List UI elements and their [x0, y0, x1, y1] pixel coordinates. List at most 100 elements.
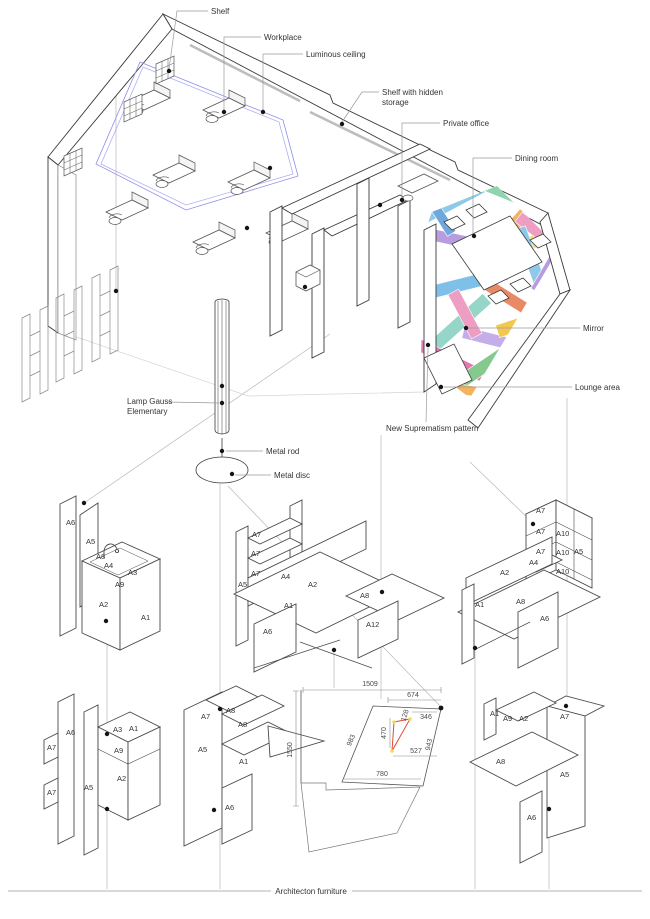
part-label: A7 — [251, 569, 260, 578]
callout-luminous-ceiling: Luminous ceiling — [306, 50, 366, 59]
dim-943: 943 — [425, 738, 434, 751]
part-label: A6 — [527, 813, 536, 822]
partition-walls — [269, 143, 432, 359]
part-label: A10 — [556, 529, 569, 538]
part-label: A6 — [225, 803, 234, 812]
office-washbasin — [295, 264, 321, 292]
furniture-desk-center — [232, 499, 446, 673]
part-label: A7 — [252, 530, 261, 539]
dim-1550: 1550 — [287, 742, 294, 758]
callout-shelf-hidden-1: Shelf with hidden — [382, 88, 443, 97]
furniture-corner-unit-labels: A7 A8 A8 A5 A1 A6 — [198, 706, 248, 812]
part-label: A2 — [99, 600, 108, 609]
wall-band-top — [161, 12, 549, 225]
red-triangle — [391, 718, 411, 752]
part-label: A7 — [536, 547, 545, 556]
callout-dots — [81, 68, 569, 813]
part-label: A6 — [540, 614, 549, 623]
part-label: A1 — [490, 709, 499, 718]
faucet — [103, 543, 118, 558]
furniture-desk-right — [456, 499, 602, 669]
part-label: A8 — [96, 552, 105, 561]
furniture-wall-unit-labels: A6 A3 A1 A7 A9 A2 A5 A7 — [47, 724, 138, 797]
callout-labels: Shelf Workplace Luminous ceiling Shelf w… — [127, 7, 620, 480]
part-label: A8 — [496, 757, 505, 766]
wall-shelf-band — [189, 43, 451, 182]
dimension-labels: 1509 674 346 128 470 983 527 943 780 155… — [287, 681, 434, 778]
part-label: A8 — [238, 720, 247, 729]
part-label: A7 — [47, 743, 56, 752]
bottom-rule: Architecton furniture — [8, 887, 642, 896]
part-label: A4 — [529, 558, 538, 567]
dim-128: 128 — [401, 709, 411, 722]
callout-dining-room: Dining room — [515, 154, 558, 163]
wall-left — [47, 13, 173, 341]
metal-disc-shape — [195, 456, 249, 484]
part-label: A1 — [284, 601, 293, 610]
part-label: A5 — [238, 580, 247, 589]
part-label: A8 — [516, 597, 525, 606]
part-label: A6 — [66, 518, 75, 527]
part-label: A4 — [281, 572, 290, 581]
part-label: A4 — [104, 561, 113, 570]
part-label: A2 — [500, 568, 509, 577]
part-label: A7 — [47, 788, 56, 797]
connector-lines — [61, 95, 568, 889]
callout-metal-rod: Metal rod — [266, 447, 299, 456]
dimension-lines — [293, 687, 442, 807]
triangle-vertices — [390, 717, 412, 753]
furniture-desk-center-labels: A7 A7 A7 A5 A4 A2 A1 A8 A12 A6 — [238, 530, 379, 636]
furniture-desk-right-labels: A7 A7 A10 A7 A10 A5 A4 A10 A2 A1 A8 A6 — [475, 506, 583, 623]
callout-shelf-hidden-2: storage — [382, 98, 409, 107]
part-label: A2 — [117, 774, 126, 783]
part-label: A3 — [113, 725, 122, 734]
part-label: A3 — [128, 568, 137, 577]
lamp-gauss — [195, 298, 249, 484]
part-label: A2 — [519, 714, 528, 723]
part-label: A5 — [86, 537, 95, 546]
dim-983: 983 — [346, 734, 357, 748]
furniture-corner-unit — [183, 685, 326, 847]
part-label: A7 — [201, 712, 210, 721]
dim-346: 346 — [420, 714, 432, 721]
callout-private-office: Private office — [443, 119, 490, 128]
mirror-wall — [423, 223, 437, 393]
furniture-desk-bottom-right — [468, 691, 606, 864]
part-label: A9 — [503, 714, 512, 723]
part-label: A6 — [263, 627, 272, 636]
part-label: A8 — [360, 591, 369, 600]
part-label: A7 — [560, 712, 569, 721]
part-label: A9 — [115, 580, 124, 589]
callout-workplace: Workplace — [264, 33, 302, 42]
callout-lamp-1: Lamp Gauss — [127, 397, 172, 406]
part-label: A1 — [141, 613, 150, 622]
part-label: A5 — [560, 770, 569, 779]
callout-shelf: Shelf — [211, 7, 230, 16]
part-label: A6 — [66, 728, 75, 737]
part-label: A10 — [556, 548, 569, 557]
dining-walls — [423, 212, 572, 429]
callout-suprematism: New Suprematism pattern — [386, 424, 478, 433]
part-label: A9 — [114, 746, 123, 755]
architecton-furniture-label: Architecton furniture — [275, 887, 347, 896]
furniture-desk-bottom-right-labels: A1 A9 A2 A7 A8 A5 A6 — [490, 709, 569, 822]
part-label: A1 — [475, 600, 484, 609]
part-label: A1 — [129, 724, 138, 733]
part-label: A2 — [308, 580, 317, 589]
furniture-washbasin-labels: A6 A5 A8 A4 A3 A9 A2 A1 — [66, 518, 150, 622]
main-axonometric — [21, 12, 572, 484]
dim-1509: 1509 — [362, 681, 378, 688]
part-label: A7 — [536, 506, 545, 515]
callout-metal-disc: Metal disc — [274, 471, 310, 480]
part-label: A7 — [251, 549, 260, 558]
callout-lamp-2: Elementary — [127, 407, 167, 416]
dimension-drawing: 1509 674 346 128 470 983 527 943 780 155… — [287, 681, 442, 853]
dim-674: 674 — [407, 692, 419, 699]
part-label: A8 — [226, 706, 235, 715]
part-label: A1 — [239, 757, 248, 766]
dim-780: 780 — [376, 771, 388, 778]
dim-470: 470 — [381, 727, 388, 739]
private-office-desk — [397, 173, 439, 202]
